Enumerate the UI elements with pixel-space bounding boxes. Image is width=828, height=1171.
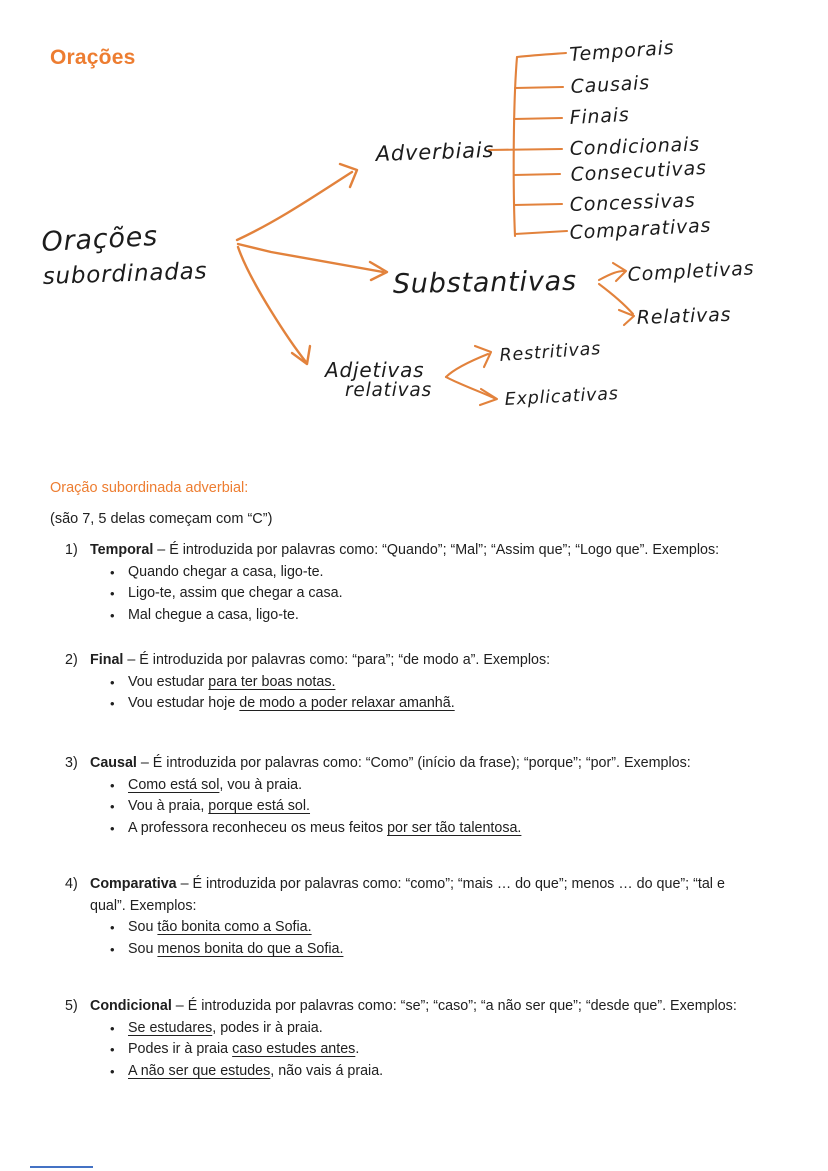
diagram-label-relativas: Relativas — [636, 304, 731, 329]
example-bullet-item: •A não ser que estudes, não vais á praia… — [90, 1061, 800, 1083]
item-desc: – É introduzida por palavras como: “Quan… — [153, 542, 720, 558]
item-heading: Condicional – É introduzida por palavras… — [90, 996, 800, 1018]
arrow-to-restritivas — [444, 352, 490, 379]
item-number: 1) — [65, 542, 78, 558]
bullet-icon: • — [110, 1042, 115, 1057]
mindmap-diagram: Orações subordinadas Adverbiais Temporai… — [41, 37, 755, 410]
bullet-icon: • — [110, 920, 115, 935]
list-item-comparativa: 4) Comparativa – É introduzida por palav… — [65, 874, 752, 960]
arrow-to-explicativas — [444, 375, 496, 400]
arrow-to-completivas — [597, 269, 626, 282]
arrowhead-completivas — [611, 261, 628, 283]
list-item-causal: 3) Causal – É introduzida por palavras c… — [65, 753, 800, 839]
example-bullet-item: •Sou menos bonita do que a Sofia. — [90, 939, 752, 961]
arrowhead-relativas — [617, 308, 636, 327]
item-heading: Comparativa – É introduzida por palavras… — [90, 874, 752, 917]
bullet-icon: • — [110, 941, 115, 957]
bullet-icon: • — [110, 1063, 115, 1079]
arrow-to-adjetivas — [236, 245, 308, 364]
arrowhead-restritivas — [473, 344, 493, 369]
example-bullet-item: •Vou estudar hoje de modo a poder relaxa… — [90, 693, 800, 715]
bullet-icon: • — [110, 777, 115, 793]
item-term: Final — [90, 652, 124, 668]
diagram-root-line1: Orações — [41, 221, 159, 258]
arrowhead-adjetivas — [290, 344, 312, 366]
bracket-tick-7 — [513, 229, 569, 236]
diagram-label-adverbiais: Adverbiais — [373, 138, 494, 166]
arrow-to-adverbiais — [235, 170, 354, 242]
arrowhead-explicativas — [478, 387, 499, 407]
diagram-label-temporais: Temporais — [569, 37, 675, 66]
diagram-label-adjetivas-line1: Adjetivas — [323, 358, 424, 382]
diagram-label-restritivas: Restritivas — [499, 339, 602, 366]
example-bullet-item: •Vou estudar para ter boas notas. — [90, 672, 800, 694]
bullet-icon: • — [110, 607, 115, 623]
diagram-label-substantivas: Substantivas — [393, 266, 577, 300]
item-heading: Causal – É introduzida por palavras como… — [90, 753, 800, 775]
arrowhead-substantivas — [368, 260, 389, 282]
bullet-icon: • — [110, 696, 115, 711]
example-bullet-item: •Sou tão bonita como a Sofia. — [90, 917, 752, 939]
item-desc: – É introduzida por palavras como: “como… — [90, 876, 725, 914]
bullet-icon: • — [110, 674, 115, 690]
list-item-temporal: 1) Temporal – É introduzida por palavras… — [65, 540, 800, 626]
diagram-label-concessivas: Concessivas — [569, 190, 695, 216]
item-desc: – É introduzida por palavras como: “se”;… — [171, 998, 737, 1014]
arrow-to-relativas — [597, 282, 635, 316]
section-heading: Oração subordinada adverbial: — [50, 480, 249, 496]
diagram-label-finais: Finais — [569, 104, 630, 129]
item-term: Comparativa — [90, 876, 177, 892]
list-item-final: 2) Final – É introduzida por palavras co… — [65, 650, 800, 715]
list-item-condicional: 5) Condicional – É introduzida por palav… — [65, 996, 800, 1082]
example-bullet-item: •A professora reconheceu os meus feitos … — [90, 818, 800, 840]
item-number: 3) — [65, 755, 78, 771]
diagram-label-causais: Causais — [570, 72, 650, 98]
diagram-label-comparativas: Comparativas — [569, 215, 712, 244]
example-bullet-item: •Vou à praia, porque está sol. — [90, 796, 800, 818]
item-heading: Final – É introduzida por palavras como:… — [90, 650, 800, 672]
arrow-to-substantivas — [236, 242, 385, 274]
adverbiais-bracket — [512, 55, 519, 238]
diagram-label-explicativas: Explicativas — [504, 384, 619, 410]
example-bullet-item: •Quando chegar a casa, ligo-te. — [90, 562, 800, 584]
bullet-icon: • — [110, 586, 115, 601]
bullet-icon: • — [110, 820, 115, 836]
diagram-label-condicionais: Condicionais — [569, 133, 700, 160]
item-term: Causal — [90, 755, 137, 771]
diagram-label-consecutivas: Consecutivas — [570, 157, 707, 186]
example-bullet-item: •Podes ir à praia caso estudes antes. — [90, 1039, 800, 1061]
example-bullet-item: •Como está sol, vou à praia. — [90, 775, 800, 797]
item-term: Condicional — [90, 998, 172, 1014]
section-subtitle: (são 7, 5 delas começam com “C”) — [50, 511, 273, 527]
item-heading: Temporal – É introduzida por palavras co… — [90, 540, 800, 562]
footer-divider — [30, 1166, 93, 1168]
bracket-tick-5 — [512, 172, 562, 177]
item-desc: – É introduzida por palavras como: “Como… — [136, 755, 691, 771]
item-number: 5) — [65, 998, 78, 1014]
example-bullet-item: •Ligo-te, assim que chegar a casa. — [90, 583, 800, 605]
bullet-icon: • — [110, 1020, 115, 1036]
bracket-tick-4 — [487, 147, 564, 152]
bracket-tick-2 — [513, 85, 565, 90]
example-bullet-item: •Mal chegue a casa, ligo-te. — [90, 605, 800, 627]
item-term: Temporal — [90, 542, 154, 558]
diagram-label-adjetivas-line2: relativas — [345, 380, 432, 401]
bullet-icon: • — [110, 564, 115, 580]
bracket-tick-3 — [512, 116, 564, 121]
bracket-tick-6 — [512, 202, 564, 207]
page-title: Orações — [50, 46, 136, 69]
bracket-tick-1 — [515, 51, 568, 59]
diagram-label-completivas: Completivas — [627, 257, 755, 286]
arrowhead-adverbiais — [338, 162, 359, 189]
item-number: 2) — [65, 652, 78, 668]
item-number: 4) — [65, 876, 78, 892]
item-desc: – É introduzida por palavras como: “para… — [123, 652, 551, 668]
example-bullet-item: •Se estudares, podes ir à praia. — [90, 1018, 800, 1040]
diagram-root-line2: subordinadas — [42, 258, 207, 290]
bullet-icon: • — [110, 799, 115, 814]
